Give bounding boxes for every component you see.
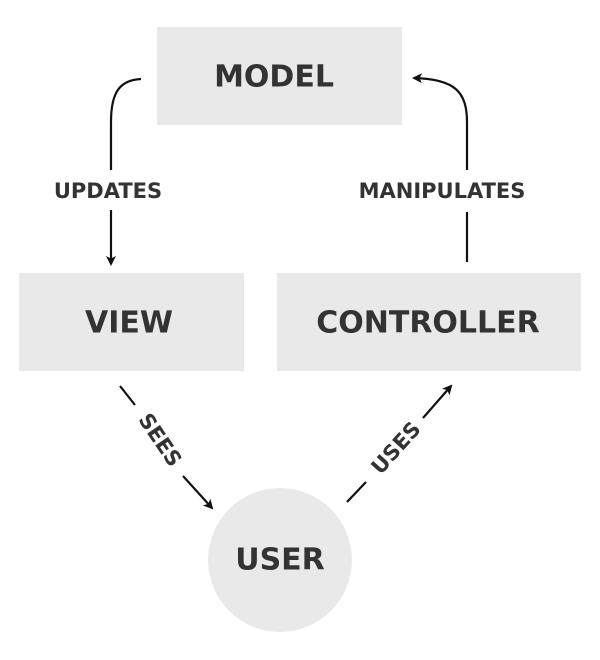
uses-arrow-end (422, 384, 453, 419)
sees-arrow-end (182, 475, 214, 510)
view-label: VIEW (85, 306, 173, 341)
uses-label: USES (366, 417, 425, 479)
uses-arrow-start (346, 481, 367, 503)
sees-edge: SEES (119, 385, 214, 510)
controller-label: CONTROLLER (316, 306, 540, 341)
uses-edge: USES (346, 384, 453, 503)
model-box (157, 27, 402, 125)
view-node: VIEW (19, 273, 244, 371)
updates-edge: UPDATES (54, 77, 162, 266)
controller-box (277, 273, 581, 371)
sees-arrow-start (119, 385, 136, 406)
user-label: USER (235, 543, 325, 578)
view-box (19, 273, 244, 371)
manipulates-arrow-top (412, 73, 469, 170)
user-node: USER (208, 488, 352, 632)
model-node: MODEL (157, 27, 402, 125)
user-circle (208, 488, 352, 632)
controller-node: CONTROLLER (277, 273, 581, 371)
updates-label: UPDATES (54, 179, 162, 203)
manipulates-edge: MANIPULATES (359, 73, 526, 262)
updates-arrow-top (109, 77, 142, 170)
manipulates-label: MANIPULATES (359, 179, 526, 203)
model-label: MODEL (214, 60, 334, 95)
sees-label: SEES (134, 409, 187, 471)
